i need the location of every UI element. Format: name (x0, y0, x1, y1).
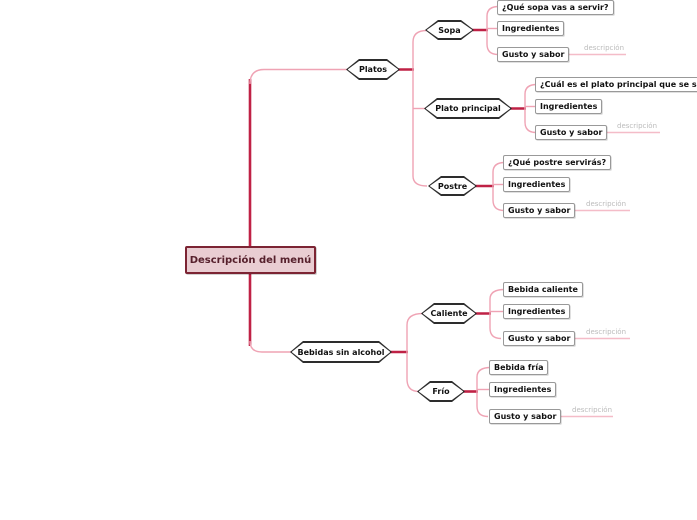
node-plato-principal-label: Plato principal (435, 104, 501, 113)
node-sopa-descripcion-label: descripción (584, 44, 625, 52)
node-caliente-question[interactable]: Bebida caliente (503, 282, 583, 297)
hexagon-fill (423, 305, 476, 323)
node-caliente-descripcion[interactable]: descripción (586, 328, 626, 336)
node-plato-principal[interactable]: Plato principal (424, 98, 512, 119)
node-sopa-gusto[interactable]: Gusto y sabor (497, 47, 570, 62)
node-platos[interactable]: Platos (346, 59, 400, 80)
node-frio-ingredientes-label: Ingredientes (494, 385, 552, 394)
node-sopa-ingredientes[interactable]: Ingredientes (497, 21, 565, 36)
node-postre-descripcion-label: descripción (586, 200, 627, 208)
node-frio-descripcion[interactable]: descripción (572, 406, 612, 414)
node-sopa[interactable]: Sopa (425, 20, 474, 40)
node-frio-question-label: Bebida fría (494, 363, 544, 372)
hexagon-fill (427, 22, 473, 39)
node-frio-descripcion-label: descripción (572, 406, 613, 414)
node-caliente[interactable]: Caliente (421, 303, 477, 324)
node-postre-ingredientes-label: Ingredientes (508, 180, 566, 189)
node-caliente-question-label: Bebida caliente (508, 285, 578, 294)
node-sopa-descripcion[interactable]: descripción (584, 44, 624, 52)
node-sopa-question-label: ¿Qué sopa vas a servir? (502, 3, 609, 12)
node-caliente-label: Caliente (430, 309, 468, 318)
node-postre-label: Postre (437, 181, 468, 191)
connector-root-platos (249, 68, 350, 85)
hexagon-fill (419, 383, 464, 401)
node-postre[interactable]: Postre (428, 176, 477, 196)
node-postre-question[interactable]: ¿Qué postre servirás? (503, 155, 612, 170)
node-bebidas-sin-alcohol[interactable]: Bebidas sin alcohol (290, 341, 392, 363)
node-sopa-label: Sopa (438, 25, 461, 35)
node-plato-principal-ingredientes-label: Ingredientes (540, 102, 598, 111)
node-sopa-question[interactable]: ¿Qué sopa vas a servir? (497, 0, 614, 15)
node-sopa-ingredientes-label: Ingredientes (502, 24, 560, 33)
hexagon-fill (426, 100, 511, 118)
node-caliente-descripcion-label: descripción (586, 328, 627, 336)
node-frio-gusto[interactable]: Gusto y sabor (489, 409, 562, 424)
node-postre-question-label: ¿Qué postre servirás? (508, 158, 607, 167)
node-postre-gusto-label: Gusto y sabor (508, 206, 571, 215)
node-caliente-gusto-label: Gusto y sabor (508, 334, 571, 343)
node-plato-principal-descripcion[interactable]: descripción (617, 122, 657, 130)
node-caliente-ingredientes[interactable]: Ingredientes (503, 304, 571, 319)
node-frio-label: Frío (432, 387, 450, 396)
node-plato-principal-ingredientes[interactable]: Ingredientes (535, 99, 603, 114)
node-root-label: Descripción del menú (189, 254, 312, 266)
node-postre-descripcion[interactable]: descripción (586, 200, 626, 208)
node-caliente-ingredientes-label: Ingredientes (508, 307, 566, 316)
node-plato-principal-question[interactable]: ¿Cuál es el plato principal que se servi… (535, 77, 697, 92)
node-frio[interactable]: Frío (417, 381, 465, 402)
node-frio-question[interactable]: Bebida fría (489, 360, 549, 375)
node-plato-principal-question-label: ¿Cuál es el plato principal que se servi… (540, 80, 697, 89)
node-plato-principal-descripcion-label: descripción (617, 122, 658, 130)
node-root[interactable]: Descripción del menú (185, 246, 316, 274)
node-frio-ingredientes[interactable]: Ingredientes (489, 382, 557, 397)
connector-bebidas-spine (406, 312, 424, 393)
node-frio-gusto-label: Gusto y sabor (494, 412, 557, 421)
connector-root-bebidas (249, 340, 294, 353)
node-postre-ingredientes[interactable]: Ingredientes (503, 177, 571, 192)
node-platos-label: Platos (358, 65, 388, 74)
node-bebidas-label: Bebidas sin alcohol (297, 347, 385, 357)
node-plato-principal-gusto[interactable]: Gusto y sabor (535, 125, 608, 140)
node-caliente-gusto[interactable]: Gusto y sabor (503, 331, 576, 346)
hexagon-fill (348, 61, 399, 79)
hexagon-fill (292, 343, 391, 362)
node-sopa-gusto-label: Gusto y sabor (502, 50, 565, 59)
node-plato-principal-gusto-label: Gusto y sabor (540, 128, 603, 137)
node-postre-gusto[interactable]: Gusto y sabor (503, 203, 576, 218)
hexagon-fill (430, 178, 476, 195)
